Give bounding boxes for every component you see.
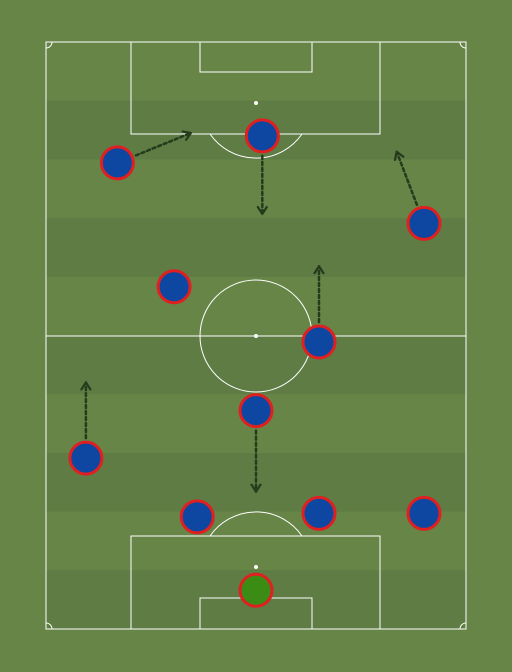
player-marker[interactable] xyxy=(238,393,274,429)
bottom-penalty-arc xyxy=(209,511,303,537)
movement-arrow xyxy=(250,429,262,493)
player-marker[interactable] xyxy=(68,440,104,476)
movement-arrow xyxy=(256,154,268,216)
corner-arc-bottom-right xyxy=(459,622,467,630)
players xyxy=(68,118,442,608)
movement-arrow xyxy=(80,381,92,440)
corner-arc-bottom-left xyxy=(45,622,53,630)
player-marker[interactable] xyxy=(244,118,280,154)
top-penalty-arc xyxy=(209,133,303,159)
corner-arc-top-left xyxy=(45,41,53,49)
player-marker[interactable] xyxy=(156,269,192,305)
movement-arrow xyxy=(134,130,193,157)
pitch-stripe xyxy=(46,218,466,277)
player-marker[interactable] xyxy=(99,145,135,181)
player-marker[interactable] xyxy=(179,499,215,535)
top-six-yard-box xyxy=(199,41,313,73)
corner-arc-top-right xyxy=(459,41,467,49)
movement-arrow xyxy=(313,264,325,324)
player-marker[interactable] xyxy=(301,324,337,360)
pitch-markings xyxy=(45,41,467,630)
bottom-penalty-spot xyxy=(254,565,258,569)
movement-arrow xyxy=(393,150,419,206)
centre-spot xyxy=(254,334,258,338)
movement-arrows xyxy=(80,130,419,493)
goalkeeper-marker[interactable] xyxy=(238,572,274,608)
pitch-stripe xyxy=(46,335,466,395)
top-penalty-spot xyxy=(254,101,258,105)
player-marker[interactable] xyxy=(406,205,442,241)
player-marker[interactable] xyxy=(301,495,337,531)
player-marker[interactable] xyxy=(406,495,442,531)
